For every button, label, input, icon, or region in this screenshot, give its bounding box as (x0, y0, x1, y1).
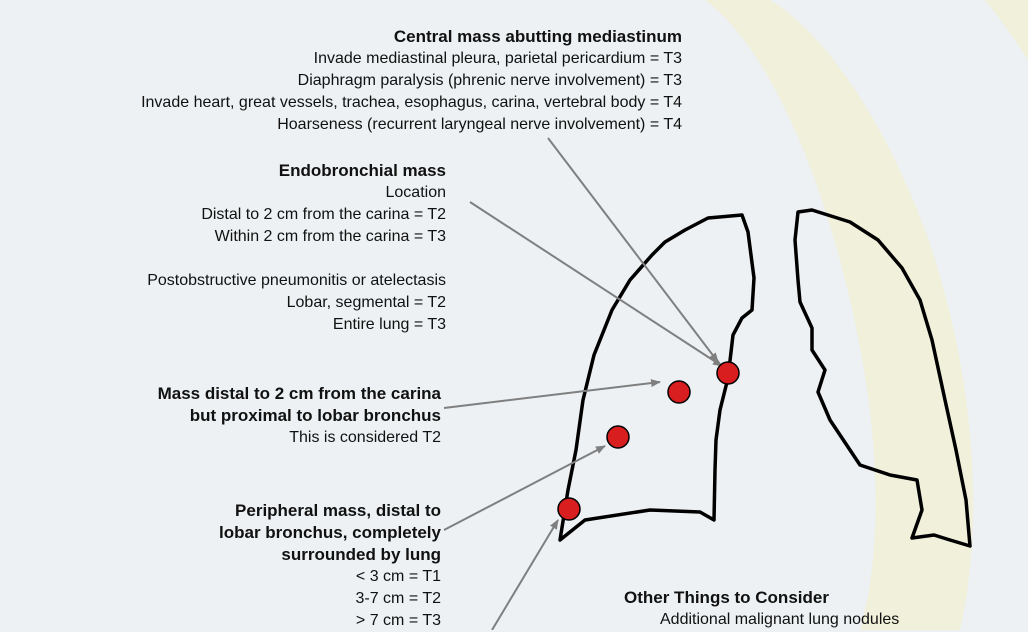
peripheral-line-3: > 7 cm = T3 (355, 612, 441, 629)
arrow-central (547, 137, 719, 363)
arrow-peripheral-2 (491, 519, 559, 630)
left-lung-outline (793, 208, 972, 548)
mass-peripheral-inner (606, 425, 630, 449)
postobstructive-line-2: Entire lung = T3 (332, 316, 446, 333)
mass-distal (667, 380, 691, 404)
central-mass-line-3: Invade heart, great vessels, trachea, es… (141, 94, 682, 111)
central-mass-line-2: Diaphragm paralysis (phrenic nerve invol… (297, 72, 682, 89)
mass-central (716, 361, 740, 385)
peripheral-heading-1: Peripheral mass, distal to (235, 501, 441, 520)
endobronchial-heading: Endobronchial mass (278, 161, 446, 180)
mass-peripheral-edge (557, 497, 581, 521)
endobronchial-location-line-2: Within 2 cm from the carina = T3 (214, 228, 446, 245)
spacer (147, 248, 446, 270)
peripheral-mass-block: Peripheral mass, distal to lobar bronchu… (219, 500, 441, 632)
arrow-endobronchial (469, 201, 723, 367)
central-mass-line-4: Hoarseness (recurrent laryngeal nerve in… (277, 116, 682, 133)
right-lung-outline (558, 213, 756, 542)
other-things-block: Other Things to Consider Additional mali… (624, 587, 899, 631)
endobronchial-block: Endobronchial mass Location Distal to 2 … (147, 160, 446, 336)
peripheral-line-1: < 3 cm = T1 (355, 568, 441, 585)
postobstructive-line-1: Lobar, segmental = T2 (286, 294, 446, 311)
peripheral-line-2: 3-7 cm = T2 (355, 590, 441, 607)
distal-mass-block: Mass distal to 2 cm from the carina but … (158, 383, 441, 449)
endobronchial-location-title: Location (385, 184, 447, 201)
distal-mass-heading-1: Mass distal to 2 cm from the carina (157, 384, 441, 403)
arrow-peripheral-1 (443, 445, 606, 531)
endobronchial-location-line-1: Distal to 2 cm from the carina = T2 (201, 206, 446, 223)
central-mass-heading: Central mass abutting mediastinum (393, 27, 682, 46)
arrow-distal-mass (443, 379, 661, 409)
postobstructive-title: Postobstructive pneumonitis or atelectas… (147, 272, 446, 289)
central-mass-block: Central mass abutting mediastinum Invade… (141, 26, 682, 136)
central-mass-line-1: Invade mediastinal pleura, parietal peri… (313, 50, 682, 67)
other-things-heading: Other Things to Consider (624, 588, 829, 607)
distal-mass-heading-2: but proximal to lobar bronchus (189, 406, 441, 425)
distal-mass-note: This is considered T2 (289, 429, 441, 446)
other-things-line-1: Additional malignant lung nodules (660, 611, 900, 628)
peripheral-heading-2: lobar bronchus, completely (219, 523, 441, 542)
peripheral-heading-3: surrounded by lung (281, 545, 441, 564)
